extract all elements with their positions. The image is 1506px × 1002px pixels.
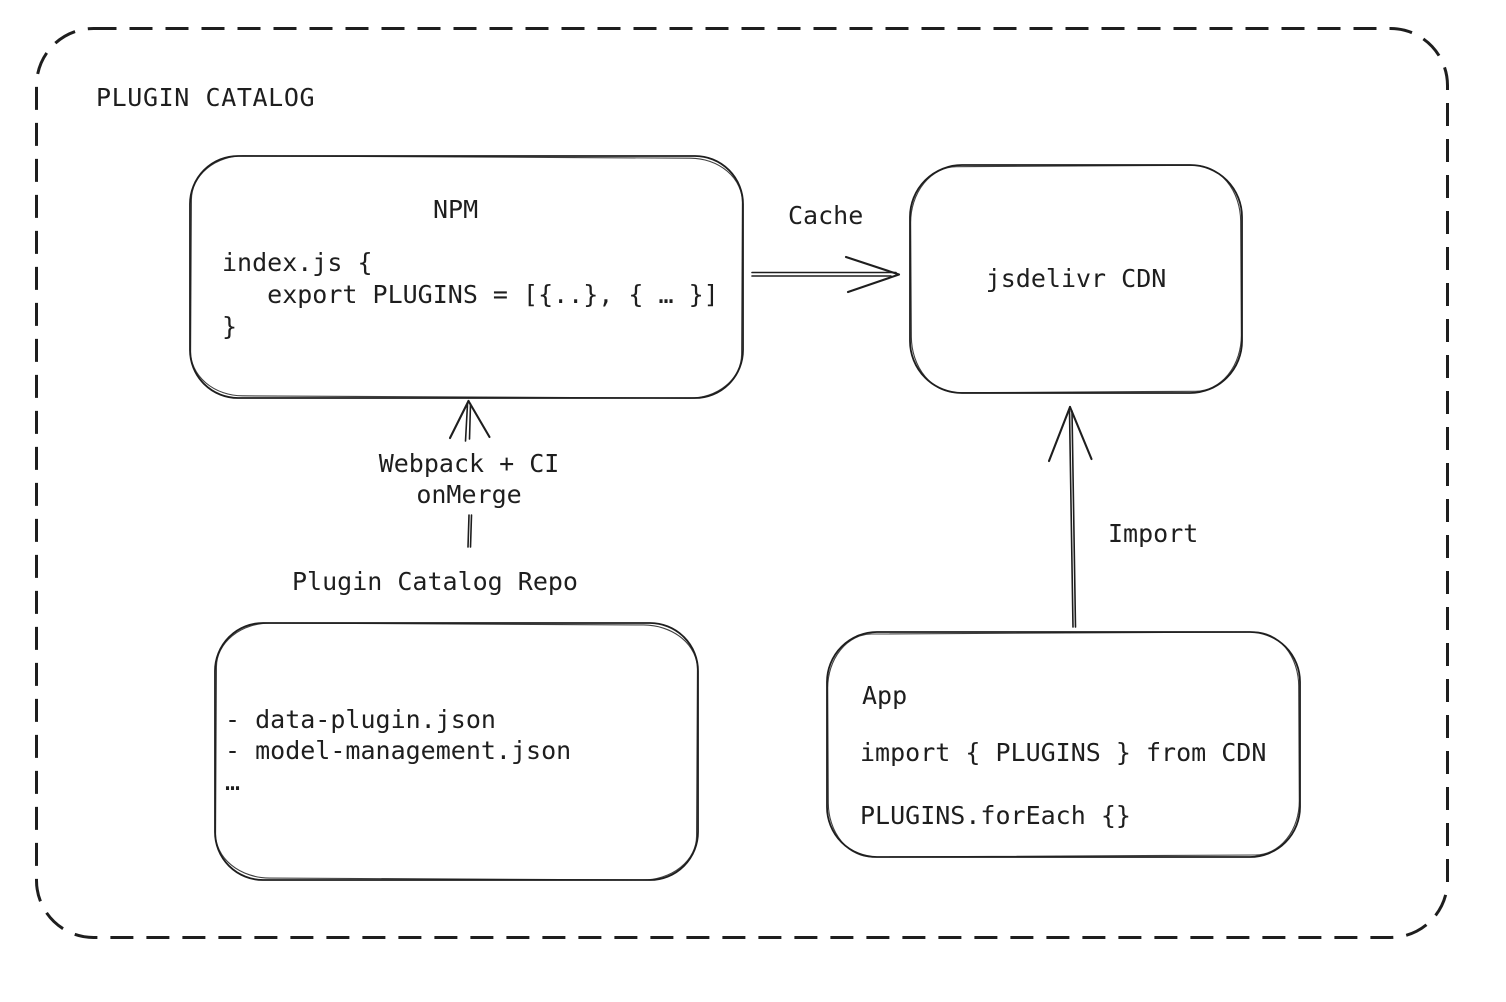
cache-arrow xyxy=(751,255,901,294)
build-arrow-label: Webpack + CI onMerge xyxy=(378,449,560,509)
diagram-title: PLUGIN CATALOG xyxy=(96,83,316,112)
cdn-box-outline xyxy=(909,164,1243,394)
repo-file-list: - data-plugin.json - model-management.js… xyxy=(225,705,572,796)
build-arrow xyxy=(448,399,491,548)
app-box-outline xyxy=(826,631,1301,858)
npm-title: NPM xyxy=(433,195,479,224)
repo-box-outline xyxy=(214,622,699,881)
cache-arrow-label: Cache xyxy=(788,201,864,230)
npm-box-outline xyxy=(189,155,744,399)
cdn-label: jsdelivr CDN xyxy=(985,264,1167,293)
app-title: App xyxy=(862,681,908,710)
npm-code: index.js { export PLUGINS = [{..}, { … }… xyxy=(222,248,719,341)
outer-dashed-frame xyxy=(35,27,1449,939)
import-arrow xyxy=(1047,405,1093,628)
repo-title: Plugin Catalog Repo xyxy=(292,567,578,596)
app-foreach-line: PLUGINS.forEach {} xyxy=(860,801,1131,830)
app-import-line: import { PLUGINS } from CDN xyxy=(860,738,1267,767)
import-arrow-label: Import xyxy=(1108,519,1199,548)
